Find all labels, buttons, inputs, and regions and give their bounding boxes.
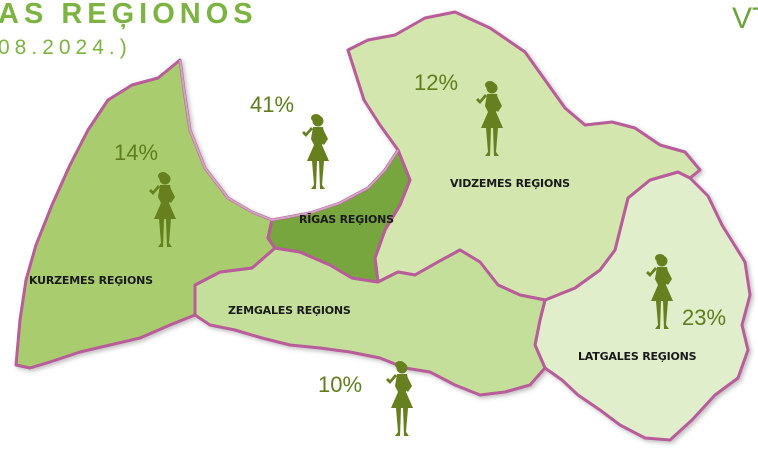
percent-kurzeme: 14% xyxy=(114,140,159,165)
woman-silhouette-icon xyxy=(302,114,329,189)
label-zemgale: ZEMGALES REĢIONS xyxy=(228,304,351,317)
percent-zemgale: 10% xyxy=(318,372,363,397)
label-latgale: LATGALES REĢIONS xyxy=(578,350,697,363)
percent-riga: 41% xyxy=(250,92,295,117)
woman-silhouette-icon xyxy=(646,254,673,329)
label-kurzeme: KURZEMES REĢIONS xyxy=(29,274,153,287)
woman-silhouette-icon xyxy=(149,172,176,247)
coastline xyxy=(179,59,399,222)
label-riga: RĪGAS REĢIONS xyxy=(299,213,394,226)
percent-latgale: 23% xyxy=(682,305,727,330)
corner-text: VT xyxy=(732,2,758,35)
woman-silhouette-icon xyxy=(476,81,503,156)
label-vidzeme: VIDZEMES REĢIONS xyxy=(450,177,570,190)
map-date: 08.2024.) xyxy=(0,36,132,59)
percent-vidzeme: 12% xyxy=(414,70,459,95)
woman-silhouette-icon xyxy=(386,361,413,436)
map-title: AS REĢIONOS xyxy=(0,0,258,30)
